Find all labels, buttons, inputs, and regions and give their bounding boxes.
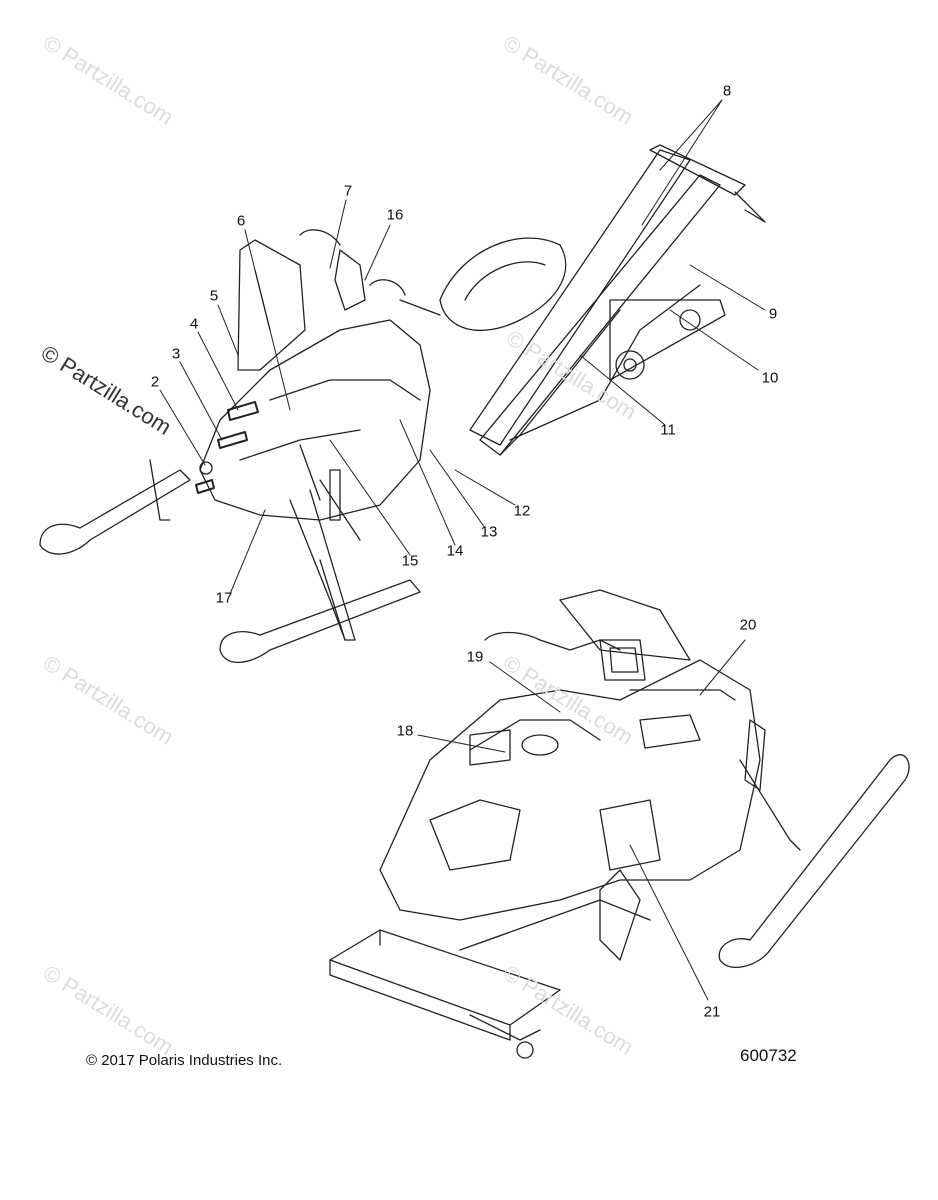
callout-14: 14 — [446, 542, 464, 560]
callout-17: 17 — [215, 589, 233, 607]
callout-3: 3 — [171, 345, 181, 363]
callout-5: 5 — [209, 287, 219, 305]
callout-18: 18 — [396, 722, 414, 740]
callout-13: 13 — [480, 523, 498, 541]
callout-9: 9 — [768, 305, 778, 323]
callout-12: 12 — [513, 502, 531, 520]
callout-16: 16 — [386, 206, 404, 224]
diagram-number: 600732 — [740, 1046, 797, 1065]
leader-lines — [159, 99, 766, 1001]
callout-6: 6 — [236, 212, 246, 230]
callout-15: 15 — [401, 552, 419, 570]
snowmobile-rear-view — [329, 589, 910, 1059]
callout-11: 11 — [660, 421, 676, 439]
callout-10: 10 — [761, 369, 779, 387]
callout-2: 2 — [150, 373, 160, 391]
snowmobile-side-view — [39, 144, 766, 663]
callout-4: 4 — [189, 315, 199, 333]
callout-21: 21 — [703, 1003, 721, 1021]
callout-8: 8 — [722, 82, 732, 100]
callout-19: 19 — [466, 648, 484, 666]
copyright-text: © 2017 Polaris Industries Inc. — [86, 1052, 283, 1069]
callout-7: 7 — [343, 182, 353, 200]
callout-20: 20 — [739, 616, 757, 634]
